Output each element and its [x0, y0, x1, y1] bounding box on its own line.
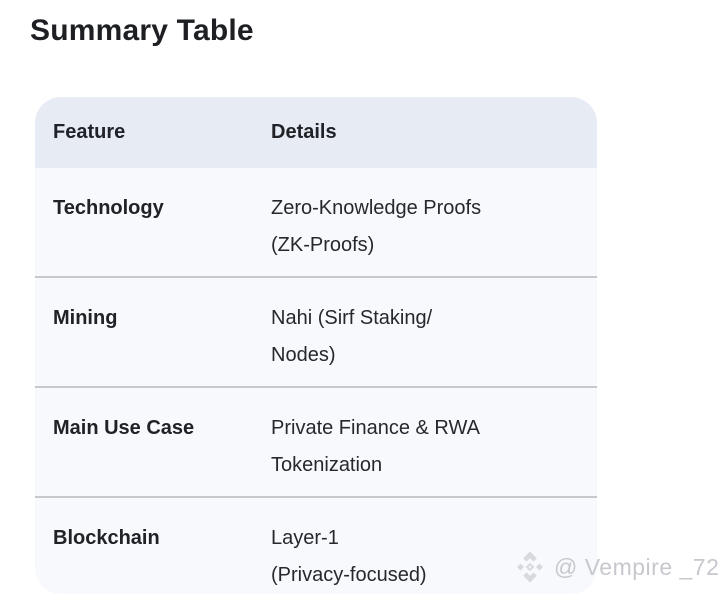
details-line: Nodes): [271, 344, 336, 366]
table-row: Mining Nahi (Sirf Staking/ Nodes): [35, 276, 597, 386]
details-line: Tokenization: [271, 454, 383, 476]
table-row: Technology Zero-Knowledge Proofs (ZK-Pro…: [35, 168, 597, 276]
watermark-text: @ Vempire _72: [554, 553, 720, 580]
details-line: Zero-Knowledge Proofs: [271, 197, 482, 219]
table-row: Main Use Case Private Finance & RWA Toke…: [35, 386, 597, 496]
details-line: Private Finance & RWA: [271, 417, 480, 439]
details-cell: Private Finance & RWA Tokenization: [271, 410, 597, 484]
table-row: Blockchain Layer-1 (Privacy-focused): [35, 496, 597, 594]
details-line: Layer-1: [271, 527, 339, 549]
column-header-feature: Feature: [53, 121, 126, 143]
page-title: Summary Table: [30, 14, 254, 47]
binance-diamond-icon: [517, 551, 543, 583]
details-cell: Layer-1 (Privacy-focused): [271, 520, 597, 594]
column-header-details: Details: [271, 121, 337, 143]
table-header-row: Feature Details: [35, 97, 597, 168]
feature-cell: Main Use Case: [53, 417, 195, 439]
watermark: @ Vempire _72: [511, 548, 719, 586]
details-line: (ZK-Proofs): [271, 234, 375, 256]
details-line: Nahi (Sirf Staking/: [271, 307, 433, 329]
feature-cell: Blockchain: [53, 527, 160, 549]
details-line: (Privacy-focused): [271, 564, 427, 586]
details-cell: Nahi (Sirf Staking/ Nodes): [271, 300, 597, 374]
summary-table: Feature Details Technology Zero-Knowledg…: [35, 97, 597, 594]
feature-cell: Technology: [53, 197, 164, 219]
feature-cell: Mining: [53, 307, 118, 329]
details-cell: Zero-Knowledge Proofs (ZK-Proofs): [271, 190, 597, 264]
